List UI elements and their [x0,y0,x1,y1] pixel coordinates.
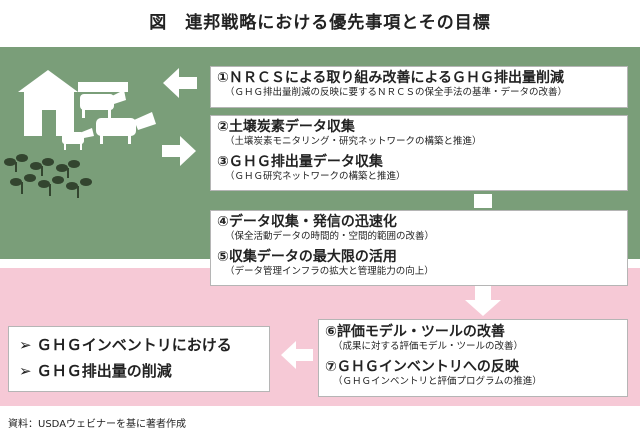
farm-illustration-icon [4,70,156,198]
item-sub-3: （ＧＨＧ研究ネットワークの構築と推進） [225,171,406,182]
item-sub-1: （ＧＨＧ排出量削減の反映に要するＮＲＣＳの保全手法の基準・データの改善） [225,87,568,98]
goal-line-1: ➢ ＧＨＧインベントリにおける [19,336,232,354]
item-title-4: ④データ収集・発信の迅速化 [217,214,397,230]
source-note: 資料：USDAウェビナーを基に著者作成 [8,419,187,430]
arrow-left-goal-icon [281,341,313,369]
item-title-5: ⑤収集データの最大限の活用 [217,249,397,265]
arrow-down-icon [465,286,501,316]
item-box-4-5: ④データ収集・発信の迅速化 （保全活動データの時間的・空間的範囲の改善） ⑤収集… [210,210,628,286]
diagram-title: 図 連邦戦略における優先事項とその目標 [149,13,491,33]
item-title-7: ⑦ＧＨＧインベントリへの反映 [325,359,519,375]
item-sub-5: （データ管理インフラの拡大と管理能力の向上） [225,266,434,277]
item-box-6-7: ⑥評価モデル・ツールの改善 （成果に対する評価モデル・ツールの改善） ⑦ＧＨＧイ… [318,319,628,397]
item-title-6: ⑥評価モデル・ツールの改善 [325,324,505,340]
item-title-2: ②土壌炭素データ収集 [217,119,355,135]
item-box-2-3: ②土壌炭素データ収集 （土壌炭素モニタリング・研究ネットワークの構築と推進） ③… [210,115,628,191]
item-sub-4: （保全活動データの時間的・空間的範囲の改善） [225,231,435,242]
item-title-1: ①ＮＲＣＳによる取り組み改善によるＧＨＧ排出量削減 [217,70,565,86]
item-title-3: ③ＧＨＧ排出量データ収集 [217,154,383,170]
connector-square [474,194,492,208]
item-sub-7: （ＧＨＧインベントリと評価プログラムの推進） [333,376,542,387]
arrow-right-icon [162,136,196,166]
item-box-1: ①ＮＲＣＳによる取り組み改善によるＧＨＧ排出量削減 （ＧＨＧ排出量削減の反映に要… [210,66,628,108]
goal-line-2: ➢ ＧＨＧ排出量の削減 [19,362,172,380]
goal-box: ➢ ＧＨＧインベントリにおける ➢ ＧＨＧ排出量の削減 [8,326,270,392]
item-sub-2: （土壌炭素モニタリング・研究ネットワークの構築と推進） [225,136,482,147]
item-sub-6: （成果に対する評価モデル・ツールの改善） [333,341,524,352]
arrow-left-icon [163,68,197,98]
